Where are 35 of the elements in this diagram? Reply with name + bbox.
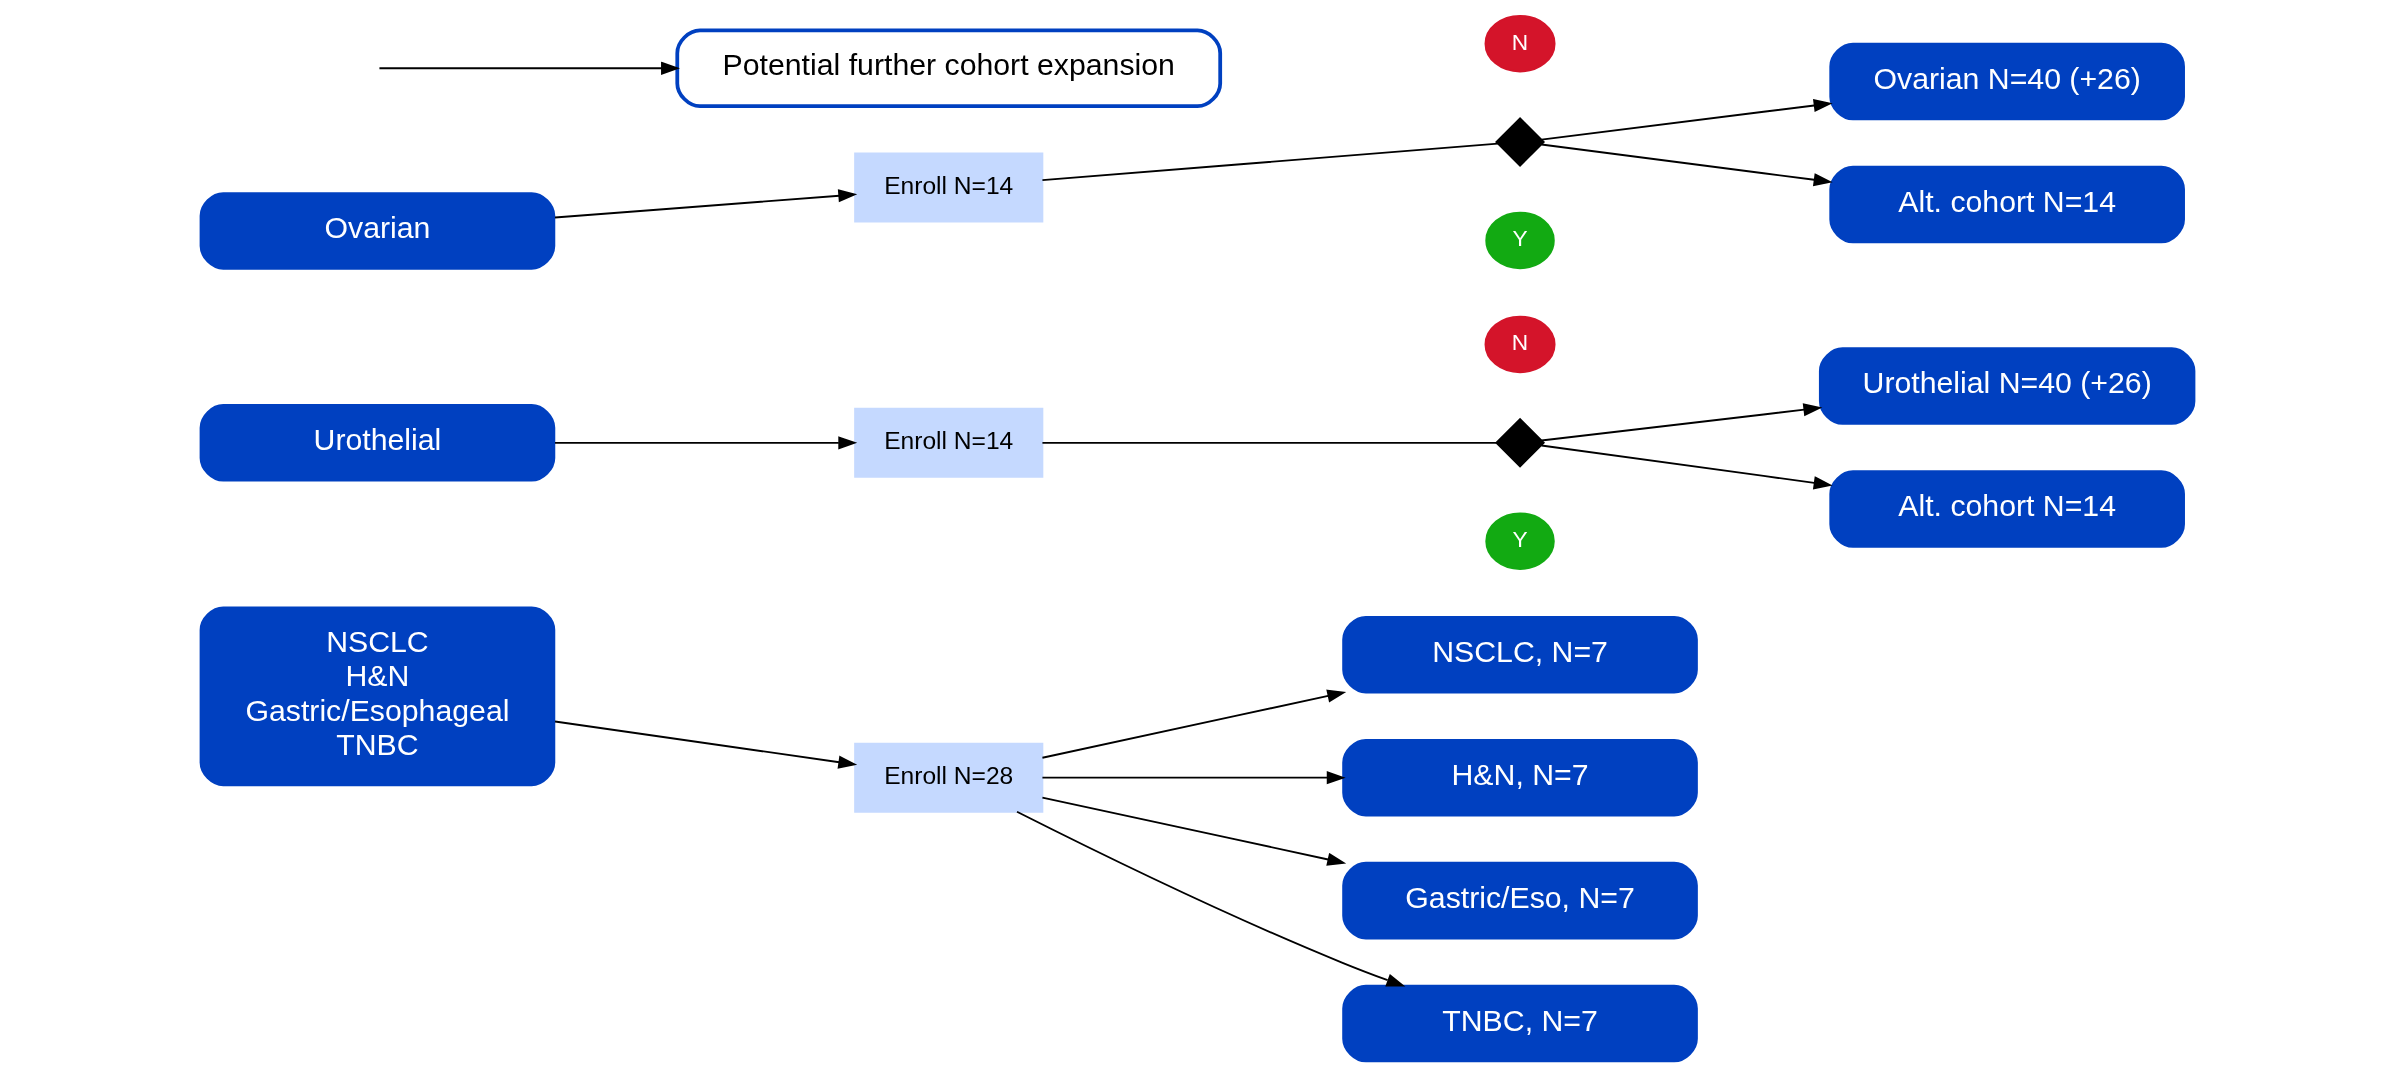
arrow [1015,810,1405,987]
node-ellipse: N [1484,14,1556,73]
arrow [1540,403,1822,442]
arrow [553,189,857,219]
node-box: H&N, N=7 [1341,738,1698,817]
arrow [1540,444,1833,490]
connector [1041,441,1497,444]
node-box: Potential further cohort expansion [674,28,1222,108]
node-box: Alt. cohort N=14 [1828,470,2185,548]
node-ellipse: N [1484,315,1556,374]
node-box: Enroll N=14 [853,407,1043,478]
arrow [553,720,857,769]
arrow [1041,796,1346,866]
node-box: NSCLC H&N Gastric/Esophageal TNBC [199,606,555,787]
arrow [1041,689,1346,759]
node-ellipse: Y [1484,512,1555,570]
arrow [1540,98,1833,141]
node-box: Ovarian [199,192,555,270]
node-box: Gastric/Eso, N=7 [1341,861,1698,940]
node-box: Enroll N=14 [853,152,1043,223]
arrow [378,61,680,75]
node-box: Ovarian N=40 (+26) [1828,42,2185,121]
node-box: NSCLC, N=7 [1341,615,1698,694]
node-diamond [1494,117,1545,168]
node-box: TNBC, N=7 [1341,984,1698,1063]
arrow [1041,771,1346,785]
node-ellipse: Y [1484,211,1555,270]
node-box: Alt. cohort N=14 [1828,165,2185,244]
connector [1041,142,1499,182]
arrow [1540,143,1833,187]
node-box: Enroll N=28 [853,742,1043,813]
node-box: Urothelial [199,404,555,482]
arrow [553,436,857,450]
node-diamond [1494,417,1545,468]
node-box: Urothelial N=40 (+26) [1818,347,2195,425]
